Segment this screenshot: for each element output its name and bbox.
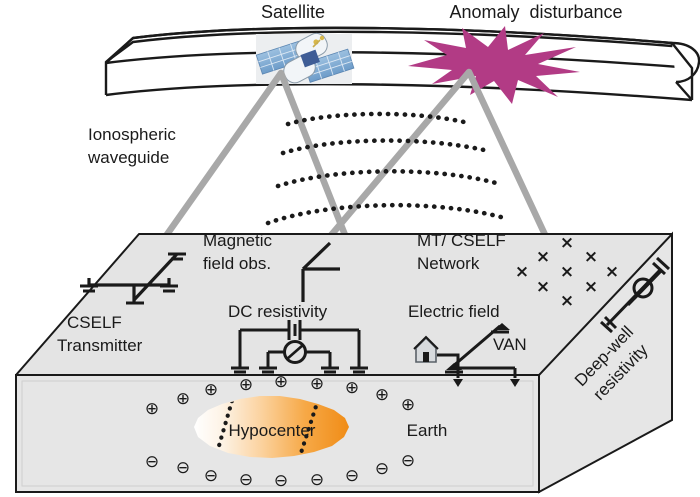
svg-text:⊕: ⊕: [176, 389, 190, 409]
fault-line-left: [213, 398, 235, 457]
svg-text:⊕: ⊕: [204, 380, 218, 400]
dc-resistivity-circuit: [231, 320, 368, 374]
ray-paths: [153, 68, 550, 252]
label-mt-cself-line1: MT/ CSELF: [417, 231, 506, 250]
svg-text:⊕: ⊕: [310, 374, 324, 394]
ray-path-right: [324, 68, 550, 243]
svg-text:⊖: ⊖: [310, 470, 324, 490]
label-mt-cself-line2: Network: [417, 254, 480, 273]
satellite-icon: [255, 32, 355, 84]
hypocenter-blob: [194, 396, 349, 458]
svg-text:⊕: ⊕: [145, 399, 159, 419]
ray-path-left: [153, 69, 351, 252]
svg-text:⊕: ⊕: [401, 395, 415, 415]
wave-arc-3: [275, 169, 499, 189]
label-hypocenter: Hypocenter: [229, 421, 316, 440]
cself-transmitter-icon: [80, 252, 186, 305]
label-cself-transmitter-line1: CSELF: [67, 313, 122, 332]
svg-text:⊖: ⊖: [204, 466, 218, 486]
svg-text:⊖: ⊖: [345, 466, 359, 486]
wave-arc-4: [265, 202, 511, 226]
svg-text:⊕: ⊕: [274, 372, 288, 392]
svg-text:×: ×: [584, 277, 598, 297]
earth-block: [15, 231, 673, 494]
fault-line-right: [297, 397, 321, 457]
wave-arc-1: [285, 111, 467, 127]
ionospheric-waveguide-slab: [104, 26, 700, 102]
charge-symbols: ⊕ ⊕ ⊕ ⊕ ⊕ ⊕ ⊕ ⊕ ⊕ ⊖ ⊖ ⊖ ⊖ ⊖ ⊖ ⊖ ⊖ ⊖: [145, 372, 415, 491]
svg-text:×: ×: [584, 247, 598, 267]
svg-text:⊖: ⊖: [176, 458, 190, 478]
label-ionospheric-waveguide-line1: Ionospheric: [88, 125, 176, 144]
antenna-icon: [301, 241, 340, 302]
label-anomaly-disturbance: Anomaly disturbance: [449, 2, 622, 22]
svg-text:⊕: ⊕: [375, 385, 389, 405]
svg-text:×: ×: [536, 247, 550, 267]
label-electric-field: Electric field: [408, 302, 500, 321]
positive-charges: ⊕ ⊕ ⊕ ⊕ ⊕ ⊕ ⊕ ⊕ ⊕: [145, 372, 415, 419]
svg-text:×: ×: [536, 277, 550, 297]
svg-text:×: ×: [560, 262, 574, 282]
house-icon: [413, 335, 439, 363]
svg-text:⊖: ⊖: [145, 452, 159, 472]
van-electric-field-circuit: [437, 323, 520, 387]
deep-well-resistivity-icon: [599, 256, 671, 334]
anomaly-star-icon: [408, 26, 580, 104]
svg-text:×: ×: [560, 233, 574, 253]
svg-text:×: ×: [515, 262, 529, 282]
svg-text:⊕: ⊕: [239, 375, 253, 395]
label-ionospheric-waveguide-line2: waveguide: [87, 148, 169, 167]
svg-text:⊖: ⊖: [239, 470, 253, 490]
wave-arcs: [265, 111, 511, 226]
svg-text:⊕: ⊕: [345, 378, 359, 398]
svg-text:⊖: ⊖: [401, 451, 415, 471]
svg-text:×: ×: [605, 262, 619, 282]
svg-text:×: ×: [560, 291, 574, 311]
svg-text:⊖: ⊖: [274, 471, 288, 491]
svg-text:⊖: ⊖: [375, 459, 389, 479]
label-earth: Earth: [407, 421, 448, 440]
label-magnetic-field-line2: field obs.: [203, 254, 271, 273]
negative-charges: ⊖ ⊖ ⊖ ⊖ ⊖ ⊖ ⊖ ⊖ ⊖: [145, 451, 415, 491]
wave-arc-2: [280, 138, 487, 156]
label-magnetic-field-line1: Magnetic: [203, 231, 272, 250]
label-van: VAN: [493, 335, 527, 354]
cross-marks: × × × × × × × × ×: [515, 233, 619, 311]
label-satellite: Satellite: [261, 2, 325, 22]
label-dc-resistivity: DC resistivity: [228, 302, 328, 321]
label-cself-transmitter-line2: Transmitter: [57, 336, 143, 355]
